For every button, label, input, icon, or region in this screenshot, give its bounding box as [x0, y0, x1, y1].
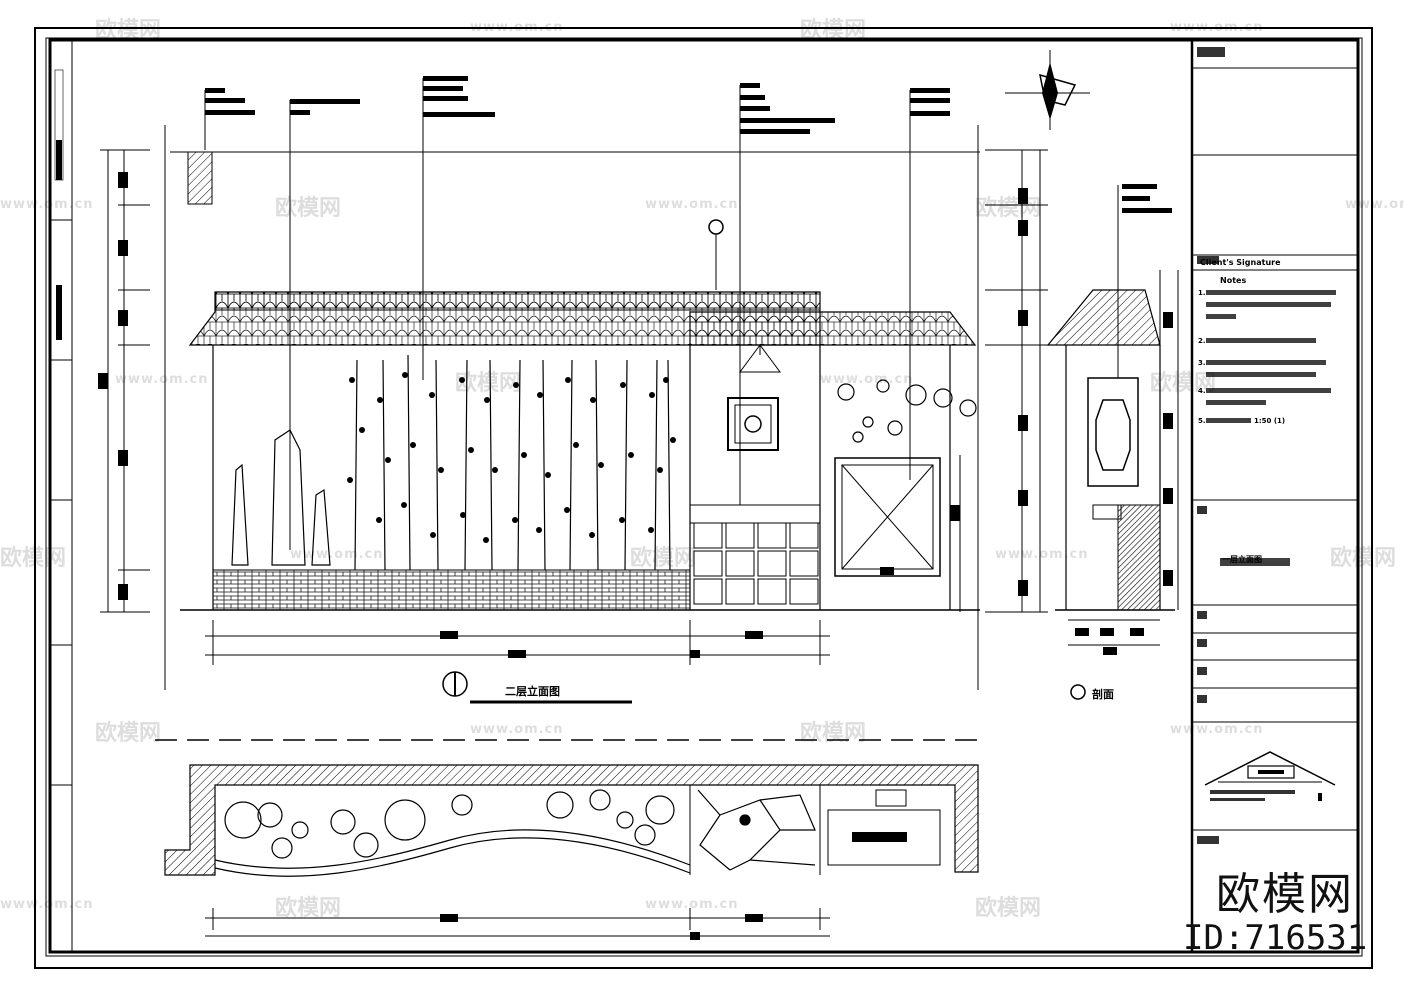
section-detail — [1046, 184, 1179, 700]
notes-heading: Notes — [1220, 276, 1247, 285]
title-block — [1190, 38, 1360, 954]
note-1: 1. — [1198, 289, 1206, 297]
watermark-logo: 欧模网 — [1216, 869, 1354, 920]
client-signature-label: Client's Signature — [1200, 258, 1281, 267]
note-5: 5. — [1198, 417, 1206, 425]
north-arrow — [1005, 50, 1090, 130]
note-5-tail: 1:50 (1) — [1254, 417, 1286, 425]
bottom-dimension — [205, 620, 830, 665]
right-dimension — [959, 125, 1048, 690]
bamboo — [354, 354, 671, 571]
bamboo-leaves — [347, 372, 676, 543]
main-elevation — [98, 76, 1048, 704]
drawing-name: 一层立面图 — [1222, 555, 1262, 564]
note-3: 3. — [1198, 359, 1206, 367]
plan-view — [155, 739, 985, 940]
outer-border — [34, 27, 1373, 969]
inner-border — [45, 37, 1363, 957]
binding-strip — [50, 40, 73, 952]
elevation-caption: 二层立面图 — [505, 685, 560, 698]
company-logo — [1204, 751, 1336, 801]
note-4: 4. — [1198, 387, 1206, 395]
section-caption: 剖面 — [1092, 688, 1114, 701]
plan-plants — [224, 789, 675, 859]
flower-motif — [837, 379, 977, 443]
watermark-id: ID:716531 — [1183, 918, 1368, 958]
plan-paving — [697, 789, 816, 871]
leader-lines — [204, 78, 911, 550]
frame-border — [48, 38, 1360, 954]
leader-tags — [205, 76, 950, 134]
cabinet-grid — [693, 522, 819, 605]
left-dimension — [100, 125, 166, 690]
note-2: 2. — [1198, 337, 1206, 345]
